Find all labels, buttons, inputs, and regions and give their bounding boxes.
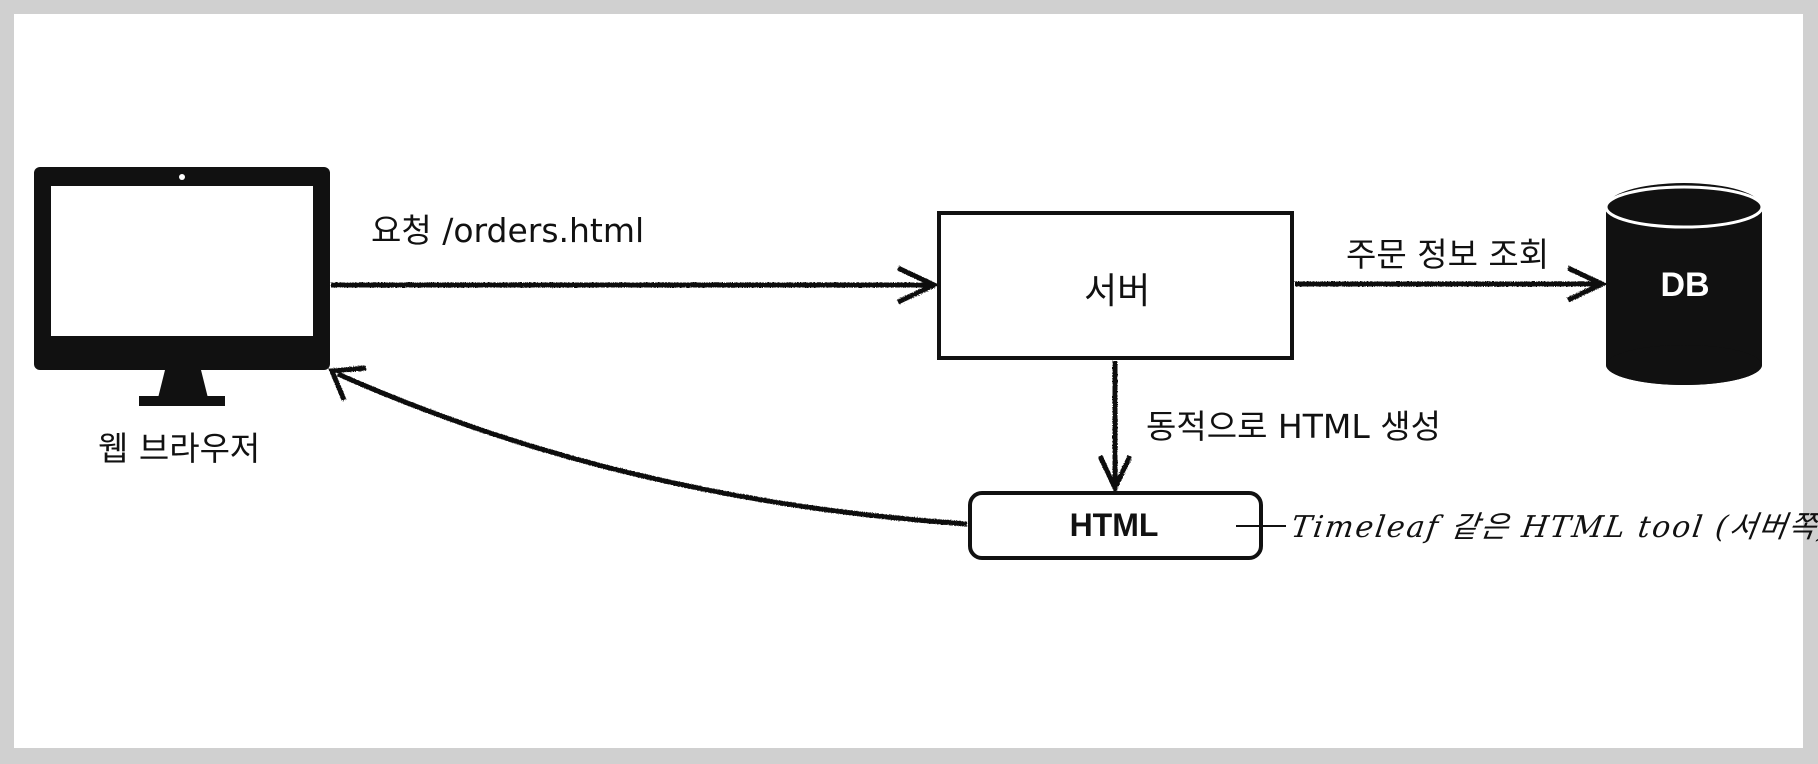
monitor-icon xyxy=(34,167,330,406)
request-label: 요청 /orders.html xyxy=(371,211,645,250)
db-label: DB xyxy=(1660,266,1710,304)
server-label: 서버 xyxy=(1084,271,1151,312)
annotation-connector xyxy=(1236,513,1286,541)
generate-label: 동적으로 HTML 생성 xyxy=(1146,407,1441,446)
server-box xyxy=(937,211,1294,360)
generate-arrow xyxy=(1097,361,1133,494)
request-arrow xyxy=(331,265,940,305)
html-label: HTML xyxy=(1069,507,1159,543)
annotation-note: Timeleaf 같은 HTML tool (서버쪽) xyxy=(1289,510,1818,545)
query-label: 주문 정보 조회 xyxy=(1346,235,1550,274)
database-icon xyxy=(1604,183,1764,385)
browser-label: 웹 브라우저 xyxy=(98,429,261,468)
query-arrow xyxy=(1295,265,1608,303)
diagram-canvas xyxy=(14,14,1803,748)
response-arrow xyxy=(328,365,968,527)
